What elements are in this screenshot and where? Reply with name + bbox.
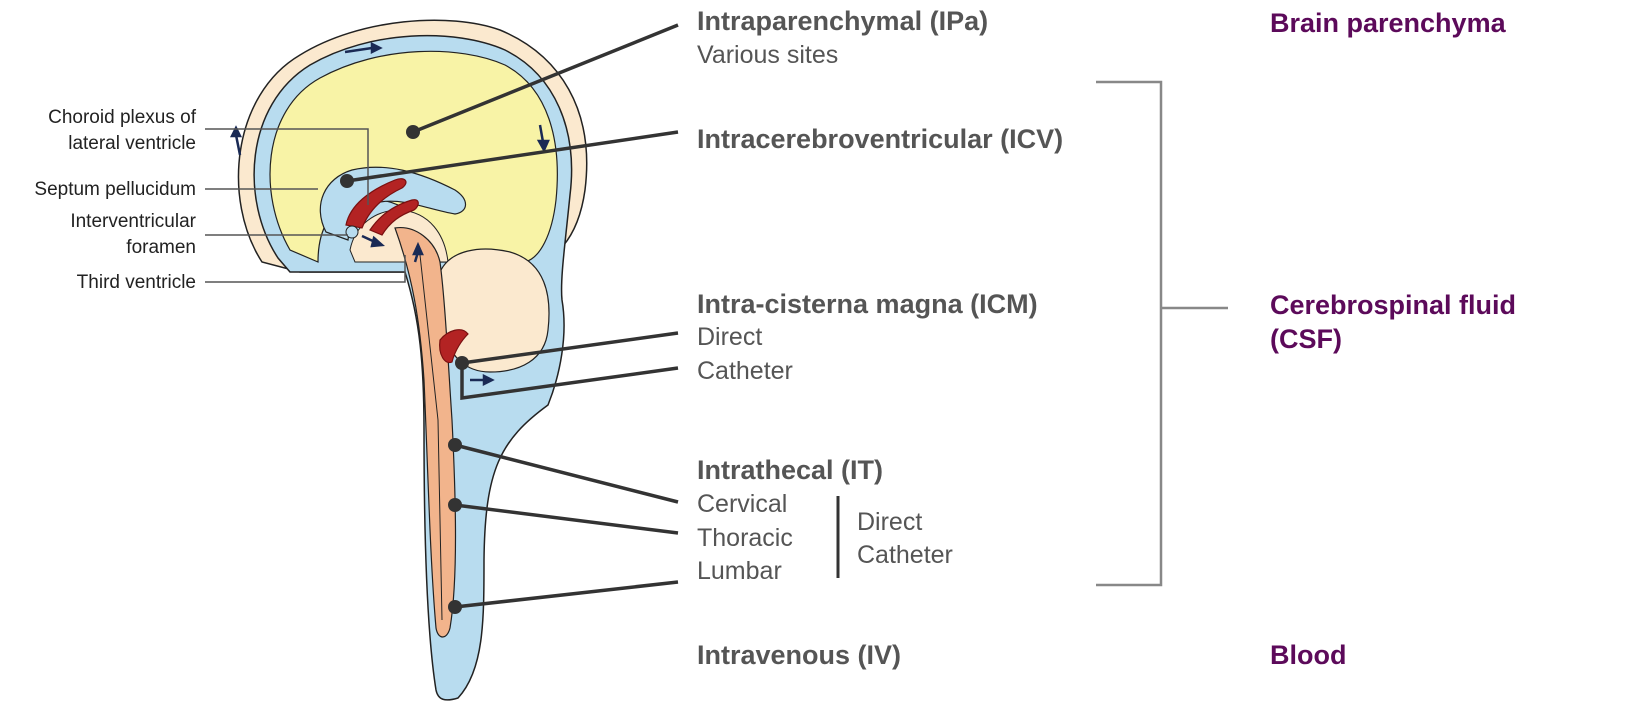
dot-it-thoracic [448, 498, 462, 512]
dot-it-cervical [448, 438, 462, 452]
route-labels: Intraparenchymal (IPa) Various sites Int… [697, 6, 1063, 670]
route-it-catheter: Catheter [857, 541, 953, 569]
route-icv-title: Intracerebroventricular (ICV) [697, 124, 1063, 154]
label-foramen-line1: Interventricular [70, 211, 196, 232]
route-iv-title: Intravenous (IV) [697, 640, 901, 670]
pointer-it-lumbar [455, 582, 678, 607]
route-icm-title: Intra-cisterna magna (ICM) [697, 289, 1038, 319]
route-it-cervical: Cervical [697, 490, 787, 518]
target-labels: Brain parenchyma Cerebrospinal fluid (CS… [1270, 8, 1516, 670]
route-it-lumbar: Lumbar [697, 557, 782, 585]
route-it-title: Intrathecal (IT) [697, 455, 883, 485]
label-foramen-line2: foramen [126, 237, 196, 258]
label-third-ventricle: Third ventricle [77, 272, 196, 293]
route-icm-catheter: Catheter [697, 357, 793, 385]
target-csf-line2: (CSF) [1270, 324, 1342, 354]
dot-icv [340, 174, 354, 188]
interventricular-foramen [346, 226, 358, 238]
label-septum-pellucidum: Septum pellucidum [34, 179, 196, 200]
pointer-it-thoracic [455, 505, 678, 533]
route-ipa-title: Intraparenchymal (IPa) [697, 6, 988, 36]
label-choroid-line1: Choroid plexus of [48, 107, 197, 128]
route-ipa-sub: Various sites [697, 41, 838, 69]
anatomy-labels: Choroid plexus of lateral ventricle Sept… [34, 107, 196, 293]
target-brain-parenchyma: Brain parenchyma [1270, 8, 1507, 38]
target-blood: Blood [1270, 640, 1346, 670]
route-icm-direct: Direct [697, 323, 762, 351]
route-it-direct: Direct [857, 508, 922, 536]
dot-icm [455, 356, 469, 370]
target-csf-line1: Cerebrospinal fluid [1270, 290, 1516, 320]
dot-ipa [406, 125, 420, 139]
route-it-thoracic: Thoracic [697, 524, 793, 552]
csf-bracket [1096, 82, 1228, 585]
dot-it-lumbar [448, 600, 462, 614]
label-choroid-line2: lateral ventricle [68, 133, 196, 154]
